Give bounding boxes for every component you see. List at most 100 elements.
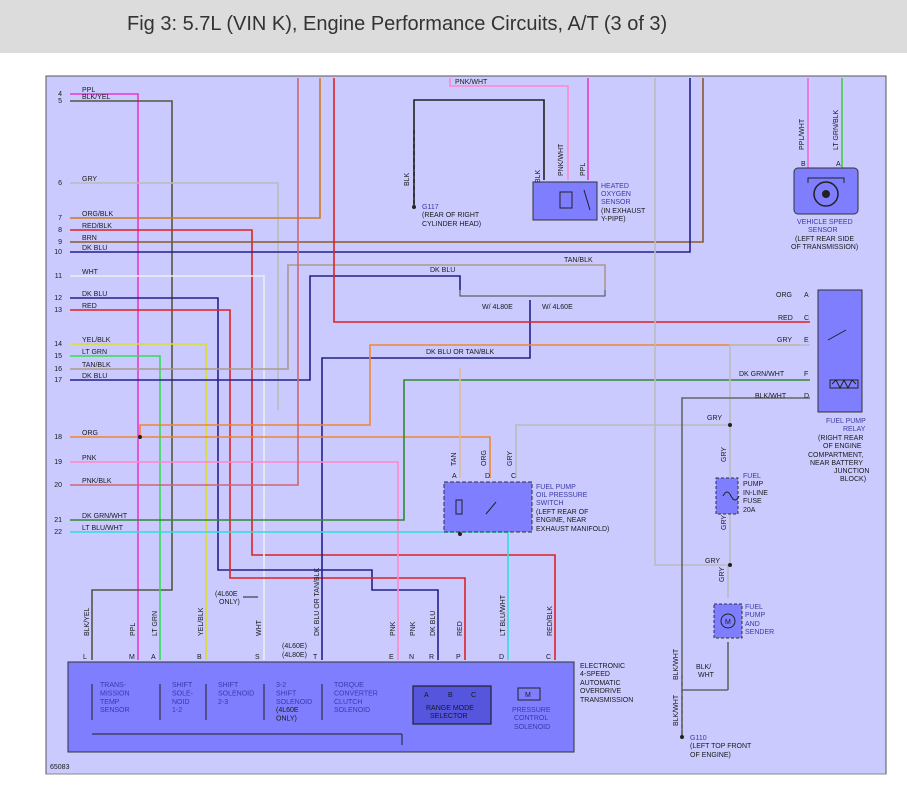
fuse-wire-bottom: GRY xyxy=(721,515,728,530)
relay-pin-f: F xyxy=(804,371,808,378)
fuse-gry-top-label: GRY xyxy=(707,415,722,422)
trans-component-label: 1-2 xyxy=(172,707,182,714)
relay-pin-a: A xyxy=(804,292,809,299)
left-pin-number: 7 xyxy=(58,215,62,222)
pump-wire-blk-wht: BLK/WHT xyxy=(673,648,680,680)
fuse-label-4: FUSE xyxy=(743,498,762,505)
trans-pin-letter: S xyxy=(255,654,260,661)
range-pin-c: C xyxy=(471,692,476,699)
trans-component-label: TORQUE xyxy=(334,682,364,689)
fuse-label-3: IN-LINE xyxy=(743,490,768,497)
ground-wire-blk-wht: BLK/WHT xyxy=(673,694,680,726)
trans-component-label: SOLENOID xyxy=(334,707,370,714)
wire-org-18 xyxy=(70,344,800,438)
left-pin-number: 18 xyxy=(54,434,62,441)
trans-component-label: SENSOR xyxy=(100,707,130,714)
pump-label-2: PUMP xyxy=(745,612,766,619)
figure-title: Fig 3: 5.7L (VIN K), Engine Performance … xyxy=(127,13,668,35)
trans-wire-label: YEL/BLK xyxy=(198,607,205,636)
switch-label-1: FUEL PUMP xyxy=(536,484,576,491)
ground-icon-g117 xyxy=(412,205,416,209)
note-4l80e: (4L80E) xyxy=(282,652,307,659)
oxygen-sensor xyxy=(532,181,598,221)
trans-component-label: CONVERTER xyxy=(334,690,378,697)
pcs-label-1: PRESSURE xyxy=(512,707,551,714)
relay-wire-blk-wht: BLK/WHT xyxy=(755,393,787,400)
variant-bracket xyxy=(459,290,606,297)
pump-gry-label: GRY xyxy=(705,558,720,565)
ground-icon-g110 xyxy=(680,735,684,739)
trans-component-label: TRANS- xyxy=(100,682,127,689)
trans-pin-letter: N xyxy=(409,654,414,661)
left-pin-wire-label: WHT xyxy=(82,269,99,276)
wire-gry-to-fuel xyxy=(654,78,730,566)
variant-4l80e-label: W/ 4L80E xyxy=(482,304,513,311)
o2-top-wire: PNK/WHT xyxy=(455,79,488,86)
fuse-label-2: PUMP xyxy=(743,481,764,488)
left-pin-number: 11 xyxy=(55,273,62,280)
note-4l60e-only-1: (4L60E xyxy=(215,591,238,598)
wire-gry-6 xyxy=(70,182,279,410)
trans-component-label: 2-3 xyxy=(218,699,228,706)
left-pin-number: 10 xyxy=(54,249,62,256)
switch-wire-org: ORG xyxy=(481,450,488,466)
trans-wire-label: DK BLU OR TAN/BLK xyxy=(314,567,321,636)
trans-component-label: SHIFT xyxy=(218,682,239,689)
left-pin-wire-label: GRY xyxy=(82,176,97,183)
pump-blk-wht-1: BLK/ xyxy=(696,664,711,671)
range-label-1: RANGE MODE xyxy=(426,705,474,712)
wire-ppl xyxy=(70,93,139,660)
left-pin-number: 16 xyxy=(54,366,62,373)
g117-label-1: G117 xyxy=(422,204,439,211)
trans-wire-label: PNK xyxy=(390,621,397,636)
o2-wire-blk: BLK xyxy=(535,169,542,183)
trans-wire-label: PPL xyxy=(130,623,137,636)
left-pin-wire-label: RED xyxy=(82,303,97,310)
pump-label-1: FUEL xyxy=(745,604,763,611)
trans-title-2: 4-SPEED xyxy=(580,671,610,678)
oil-pressure-switch xyxy=(443,481,533,533)
vss-label-2: SENSOR xyxy=(808,227,838,234)
figure-id: 65083 xyxy=(50,764,70,771)
relay-label-6: NEAR BATTERY xyxy=(810,460,863,467)
wire-dk-blu-17 xyxy=(70,275,461,381)
relay-label-5: COMPARTMENT, xyxy=(808,452,863,459)
switch-pin-d: D xyxy=(485,473,490,480)
relay-label-3: (RIGHT REAR xyxy=(818,435,863,442)
relay-label-7: JUNCTION xyxy=(834,468,869,475)
switch-pin-c: C xyxy=(511,473,516,480)
trans-component-label: SOLE- xyxy=(172,690,194,697)
left-connector: 4PPL5BLK/YEL6GRY7ORG/BLK8RED/BLK9BRN10DK… xyxy=(54,87,128,536)
trans-pin-letter: C xyxy=(546,654,551,661)
trans-title-4: OVERDRIVE xyxy=(580,688,622,695)
pump-label-4: SENDER xyxy=(745,629,774,636)
o2-label-2: OXYGEN xyxy=(601,191,631,198)
left-pin-wire-label: PNK xyxy=(82,455,97,462)
trans-title-5: TRANSMISSION xyxy=(580,697,633,704)
vss-label-4: OF TRANSMISSION) xyxy=(791,244,858,251)
range-pin-a: A xyxy=(424,692,429,699)
switch-pin-a: A xyxy=(452,473,457,480)
left-pin-number: 6 xyxy=(58,180,62,187)
trans-wire-label: LT BLU/WHT xyxy=(500,594,507,636)
g110-label-2: (LEFT TOP FRONT xyxy=(690,743,752,750)
trans-title-3: AUTOMATIC xyxy=(580,680,621,687)
wire-dk-blu-tan-blk xyxy=(321,300,531,660)
o2-wire-ppl: PPL xyxy=(580,163,587,176)
trans-component-label: TEMP xyxy=(100,699,120,706)
wire-pnk xyxy=(70,461,399,660)
switch-label-6: EXHAUST MANIFOLD) xyxy=(536,526,609,533)
relay-wire-red: RED xyxy=(778,315,793,322)
o2-wire-pnk-wht: PNK/WHT xyxy=(558,143,565,176)
relay-wire-org: ORG xyxy=(776,292,792,299)
switch-label-2: OIL PRESSURE xyxy=(536,492,588,499)
wire-red-blk xyxy=(70,229,556,660)
left-pin-wire-label: BRN xyxy=(82,235,97,242)
trans-wire-label: LT GRN xyxy=(152,611,159,636)
left-pin-wire-label: ORG xyxy=(82,430,98,437)
wire-gry-relay xyxy=(729,344,810,420)
wire-gry-switch xyxy=(515,424,730,478)
left-pin-wire-label: TAN/BLK xyxy=(82,362,111,369)
wire-dk-blu-12 xyxy=(70,297,439,660)
relay-label-8: BLOCK) xyxy=(840,476,866,483)
